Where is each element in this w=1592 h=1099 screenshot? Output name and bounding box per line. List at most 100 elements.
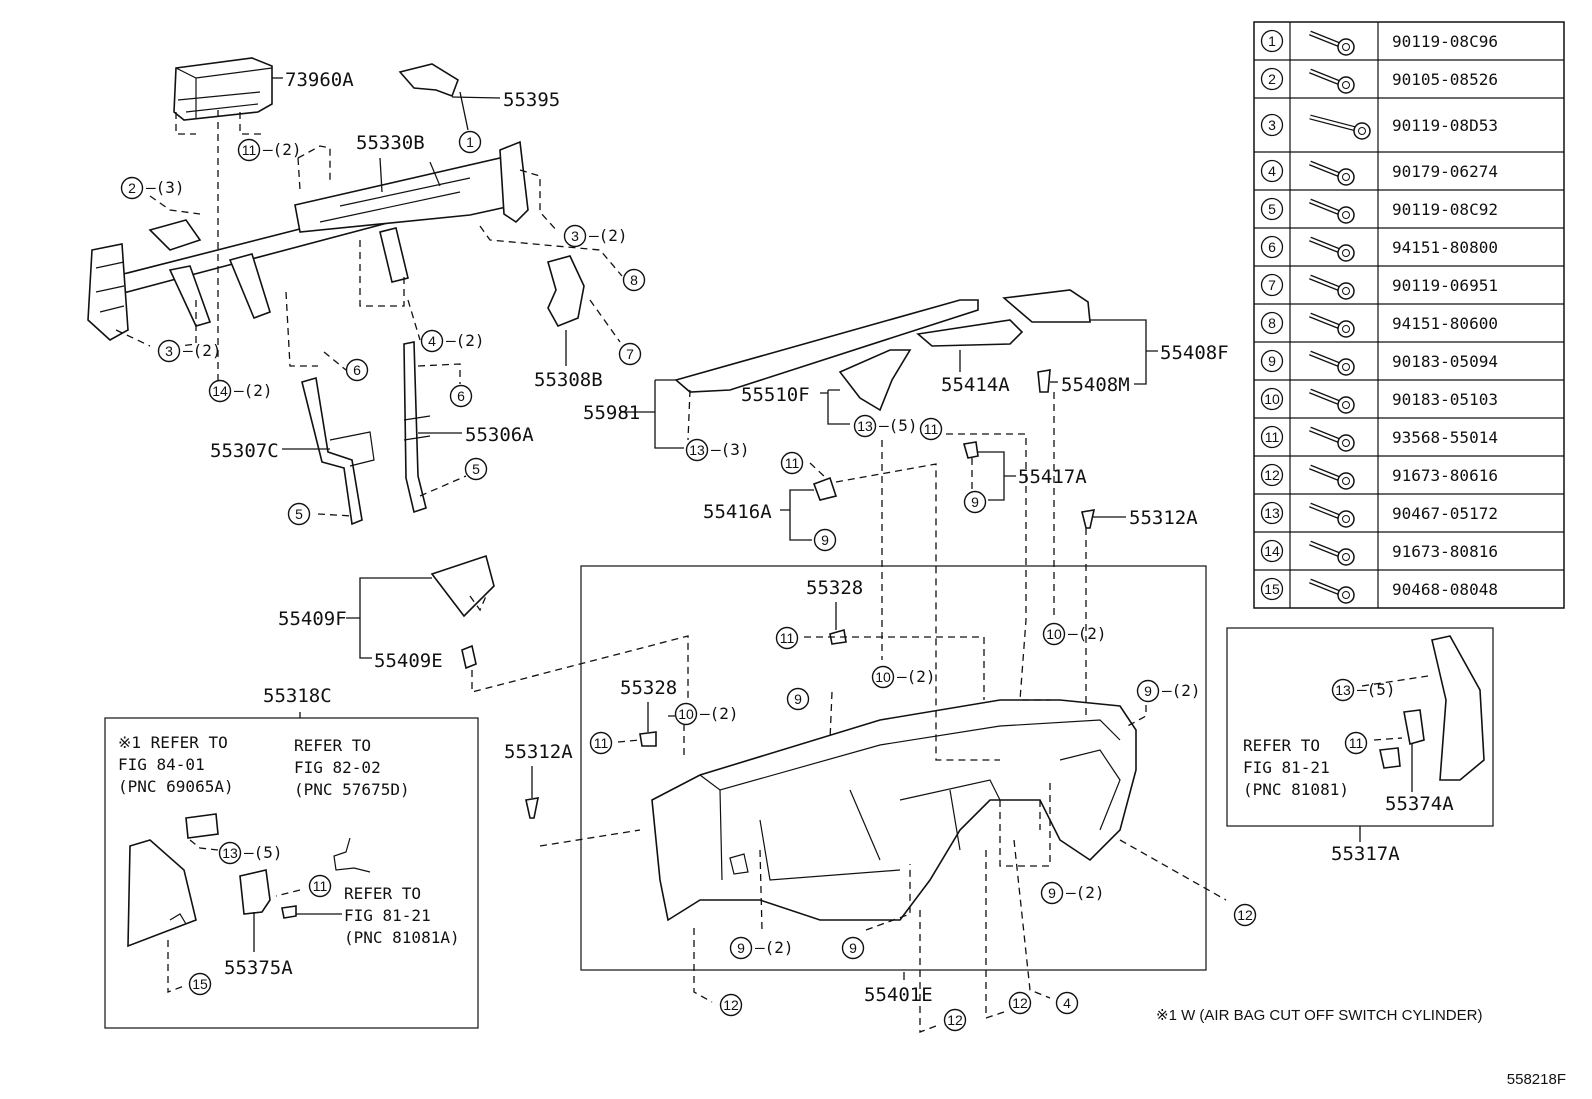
- callout: 9—(2): [1040, 881, 1105, 905]
- callout-circle: [1055, 991, 1079, 1015]
- row-number-circle: [1260, 29, 1284, 53]
- row-number: 8: [1268, 315, 1276, 331]
- callout: 11: [775, 626, 799, 650]
- callout: 1: [458, 130, 482, 154]
- switch-69065a-drawing: [185, 813, 219, 839]
- part-label: 55375A: [224, 957, 293, 979]
- callout-circle: [674, 702, 698, 726]
- row-number-circle: [1260, 197, 1284, 221]
- fastener-icon: [1309, 236, 1355, 262]
- callout-number: 3: [165, 343, 173, 359]
- clip-55312a-lower-drawing: [525, 797, 540, 819]
- callout: 3—(2): [563, 224, 628, 248]
- callout-quantity: —(5): [879, 416, 918, 435]
- part-label: 55408M: [1061, 374, 1130, 396]
- part-number: 90105-08526: [1392, 70, 1498, 89]
- callout-quantity: —(2): [1068, 624, 1107, 643]
- callout-number: 13: [689, 442, 705, 458]
- table-row: 7 90119-06951: [1254, 265, 1564, 300]
- part-label: 55312A: [1129, 507, 1198, 529]
- callout-number: 12: [947, 1012, 963, 1028]
- bracket-55317a-drawing: [1403, 709, 1425, 746]
- part-label: 55307C: [210, 440, 279, 462]
- callout: 7: [618, 342, 642, 366]
- callout-number: 9: [821, 532, 829, 548]
- row-number: 15: [1264, 581, 1280, 597]
- callout-circle: [1008, 991, 1032, 1015]
- bracket-55416a-drawing: [812, 476, 838, 501]
- reference-line: (PNC 57675D): [294, 780, 410, 799]
- row-number-circle: [1260, 387, 1284, 411]
- callout-circle: [853, 414, 877, 438]
- part-number: 90183-05094: [1392, 352, 1498, 371]
- clip-55409e-drawing: [461, 644, 477, 670]
- fastener-icon: [1309, 198, 1355, 224]
- part-number: 90119-08C92: [1392, 200, 1498, 219]
- fastener-icon: [1309, 388, 1355, 414]
- callout: 4: [1055, 991, 1079, 1015]
- fastener-icon: [1309, 426, 1355, 452]
- row-number-circle: [1260, 113, 1284, 137]
- callout-circle: [780, 451, 804, 475]
- callout-circle: [685, 438, 709, 462]
- callout-number: 12: [1012, 995, 1028, 1011]
- part-number: 90179-06274: [1392, 162, 1498, 181]
- callout-number: 13: [1335, 682, 1351, 698]
- callout-number: 13: [222, 845, 238, 861]
- callout-quantity: —(2): [755, 938, 794, 957]
- row-number-circle: [1260, 425, 1284, 449]
- callout-circle: [775, 626, 799, 650]
- callout: 11: [1344, 731, 1368, 755]
- part-number: 90119-06951: [1392, 276, 1498, 295]
- callout: 9: [841, 936, 865, 960]
- callout: 11: [308, 874, 332, 898]
- panel-reinforcement-drawing: [87, 140, 529, 341]
- callout: 5: [464, 457, 488, 481]
- dashed-leader-lines: [115, 110, 1429, 1033]
- callout: 13—(5): [853, 414, 918, 438]
- row-number-circle: [1260, 235, 1284, 259]
- callout-quantity: —(3): [146, 178, 185, 197]
- callout-circle: [188, 972, 212, 996]
- part-label: 55401E: [864, 984, 933, 1006]
- callout-quantity: —(2): [234, 381, 273, 400]
- reference-line: (PNC 69065A): [118, 777, 234, 796]
- callout-number: 5: [472, 461, 480, 477]
- 55318c-group-box: [104, 717, 479, 1029]
- callout: 9: [813, 528, 837, 552]
- reference-line: FIG 81-21: [344, 906, 431, 925]
- callout-circle: [1331, 678, 1355, 702]
- part-number: 90119-08D53: [1392, 116, 1498, 135]
- row-number: 2: [1268, 71, 1276, 87]
- callout: 8: [622, 268, 646, 292]
- plug-81081-drawing: [1379, 747, 1401, 769]
- reference-line: (PNC 81081): [1243, 780, 1349, 799]
- reference-line: REFER TO: [344, 884, 421, 903]
- part-number: 90119-08C96: [1392, 32, 1498, 51]
- callout-number: 9: [737, 940, 745, 956]
- callout: 11: [589, 731, 613, 755]
- callout-circle: [563, 224, 587, 248]
- callout-circle: [1042, 622, 1066, 646]
- panel-55414a-drawing: [916, 319, 1024, 347]
- reference-line: FIG 81-21: [1243, 758, 1330, 777]
- callout-circle: [458, 130, 482, 154]
- part-number: 91673-80816: [1392, 542, 1498, 561]
- callout-number: 4: [428, 333, 436, 349]
- row-number-circle: [1260, 539, 1284, 563]
- callout-number: 3: [571, 228, 579, 244]
- clip-55328-lower-drawing: [639, 731, 657, 747]
- part-number: 94151-80800: [1392, 238, 1498, 257]
- callout-number: 10: [875, 669, 891, 685]
- reference-line: REFER TO: [294, 736, 371, 755]
- fastener-icon: [1309, 114, 1371, 140]
- callout-number: 11: [924, 421, 939, 437]
- bracket-55395-drawing: [398, 63, 459, 98]
- row-number: 7: [1268, 277, 1276, 293]
